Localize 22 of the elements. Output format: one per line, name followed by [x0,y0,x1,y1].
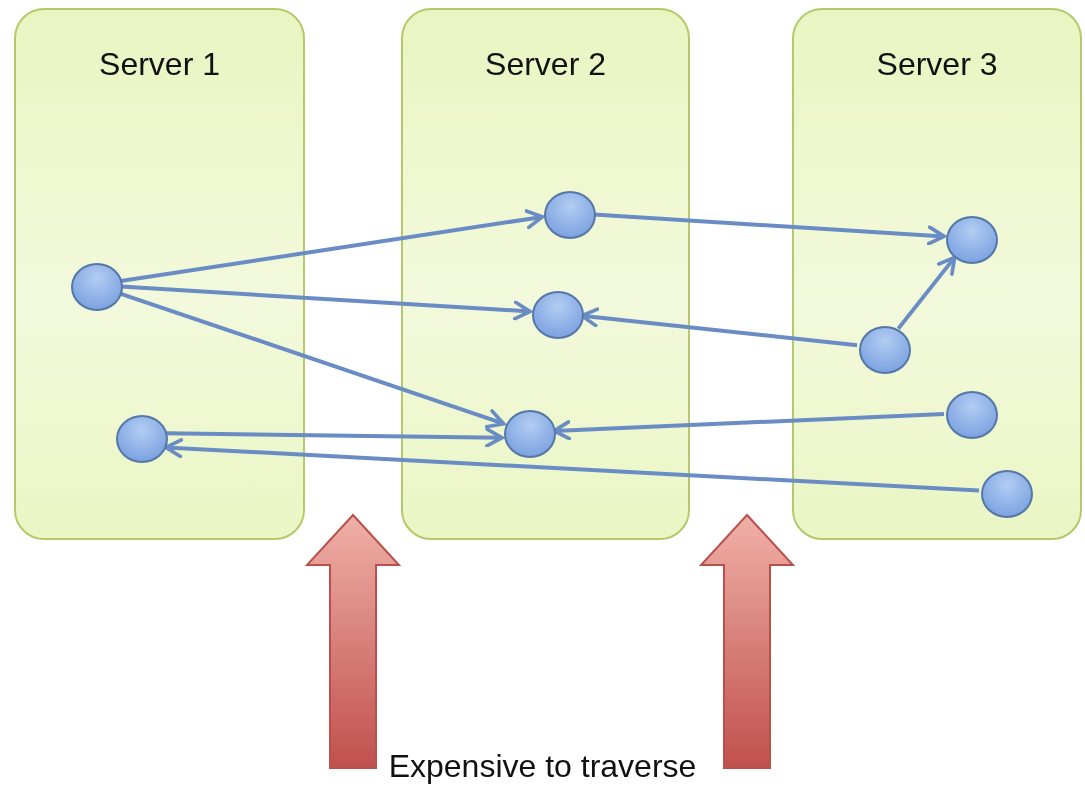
circle-node [946,391,998,439]
arrow [593,212,946,246]
arrow [120,209,545,284]
circle-node [116,415,168,463]
arrow [164,438,980,493]
circle-node [859,326,911,374]
circle-node [544,191,596,239]
arrow [120,284,532,321]
circle-node [71,263,123,311]
arrow [165,427,504,448]
server-panel [14,8,305,540]
server-title: Server 2 [484,46,607,83]
server-title: Server 3 [875,46,999,83]
server-panel [792,8,1082,540]
circle-node [532,291,584,339]
circle-node [504,410,556,458]
server-panel [401,8,690,540]
caption-text: Expensive to traverse [387,748,698,785]
arrow [896,255,957,330]
circle-node [981,470,1033,518]
server-title: Server 1 [98,46,221,83]
circle-node [946,216,998,264]
